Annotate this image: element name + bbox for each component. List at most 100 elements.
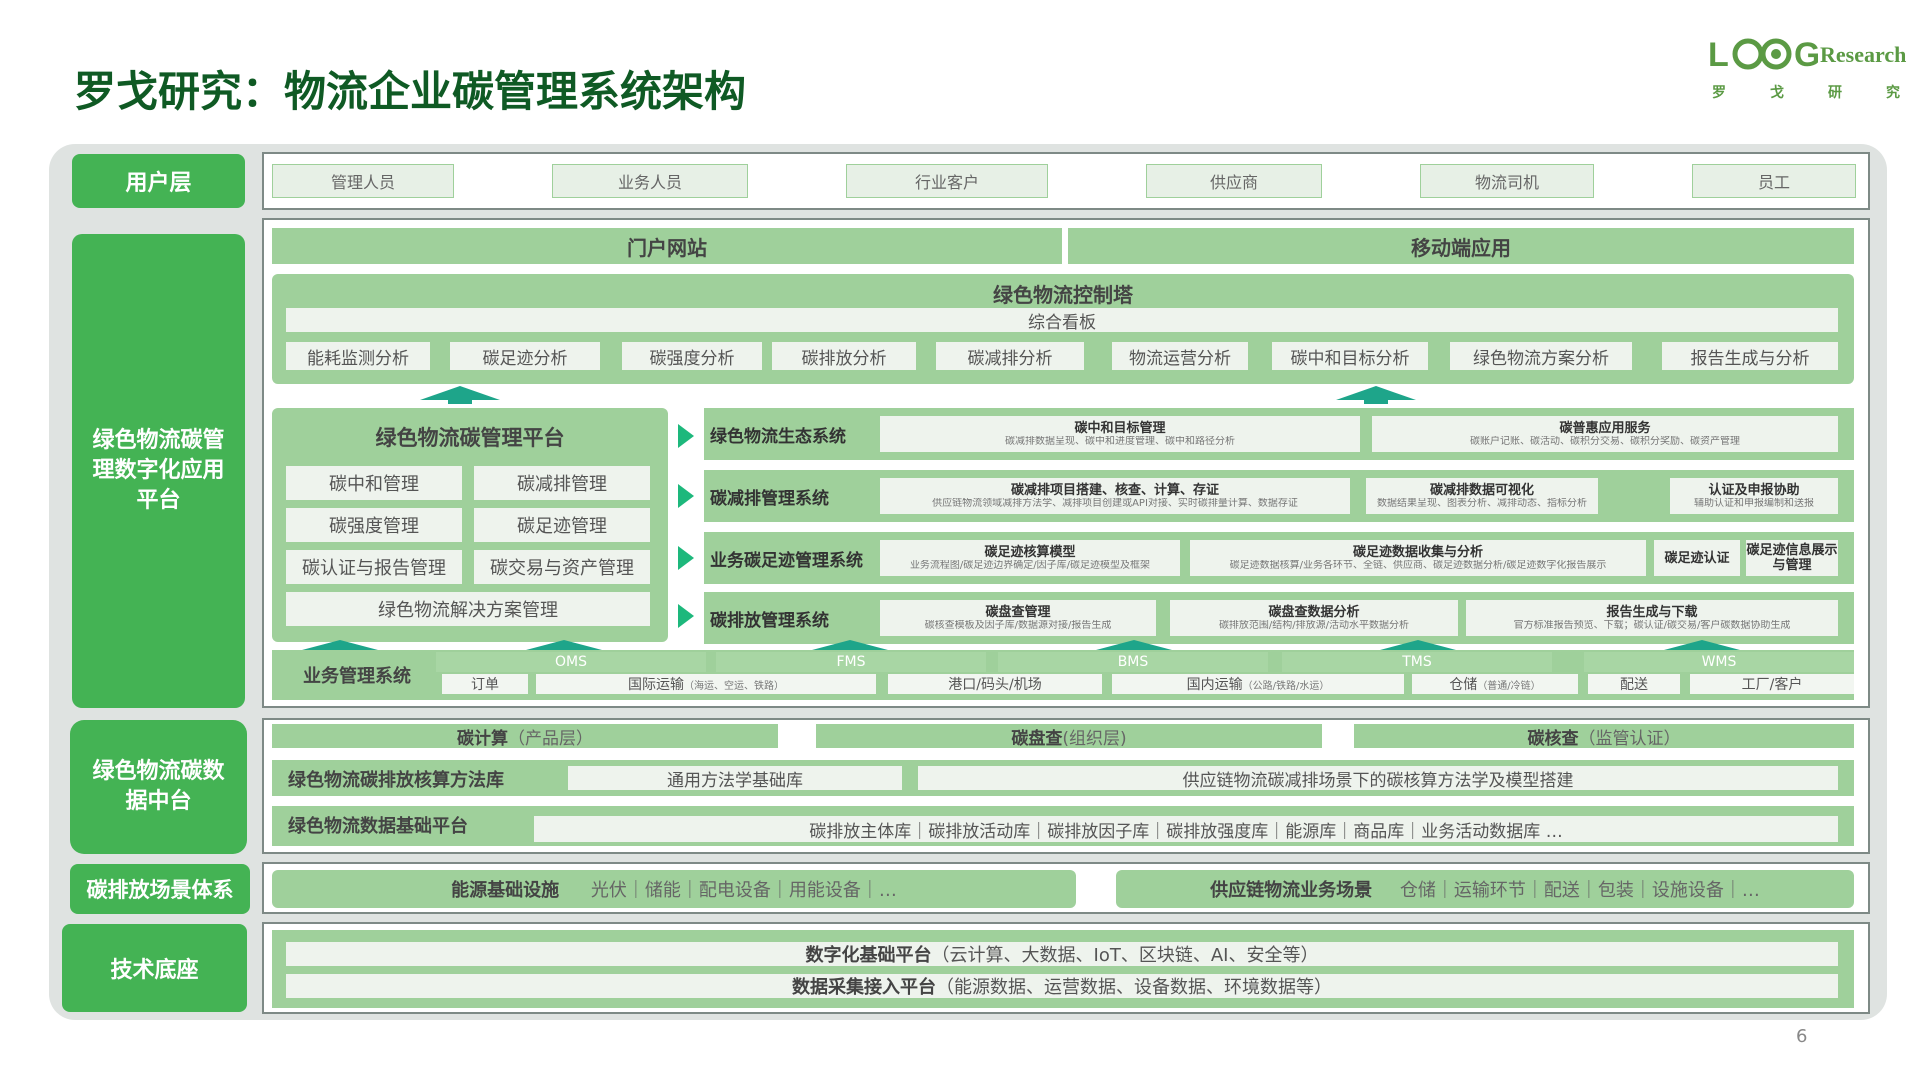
tower-item: 绿色物流方案分析: [1450, 342, 1632, 370]
arrow-up-icon: [1664, 640, 1740, 650]
business-scene: 国内运输（公路/铁路/水运）: [1112, 674, 1404, 694]
module-title: 碳盘查数据分析: [1268, 604, 1360, 620]
layer-tech: 技术底座: [62, 924, 247, 1012]
calc-title: 碳盘查: [1011, 728, 1063, 749]
collect-items: （能源数据、运营数据、设备数据、环境数据等）: [936, 977, 1332, 998]
supply-title: 供应链物流业务场景: [1210, 880, 1373, 901]
scene-label: 国内运输: [1186, 677, 1243, 693]
module-title: 碳盘查管理: [985, 604, 1051, 620]
layer-scene: 碳排放场景体系: [70, 864, 250, 914]
arrow-up-icon: [302, 640, 378, 650]
user-layer-box: [262, 152, 1870, 210]
module-title: 碳减排项目搭建、核查、计算、存证: [1010, 482, 1219, 498]
svg-text:G: G: [1794, 36, 1818, 74]
module-title: 报告生成与下载: [1606, 604, 1698, 620]
layer-user: 用户层: [72, 154, 245, 208]
system-module: 碳中和目标管理碳减排数据呈现、碳中和进度管理、碳中和路径分析: [880, 416, 1360, 452]
module-title: 碳足迹核算模型: [984, 544, 1076, 560]
arrow-right-icon: [678, 424, 694, 448]
calc-title: 碳计算: [457, 728, 508, 749]
logo-cn: 罗 戈 研 究: [1712, 82, 1900, 102]
scene-label: 工厂/客户: [1741, 677, 1803, 693]
layer-app: 绿色物流碳管理数字化应用平台: [72, 234, 245, 708]
arrow-up-icon: [812, 640, 888, 650]
module-subtitle: 官方标准报告预览、下载；碳认证/碳交易/客户碳数据协助生成: [1513, 619, 1791, 631]
data-base-items: 碳排放主体库｜碳排放活动库｜碳排放因子库｜碳排放强度库｜能源库｜商品库｜业务活动…: [534, 816, 1838, 842]
user-role: 供应商: [1146, 164, 1322, 198]
business-system: TMS: [1282, 652, 1552, 672]
svg-text:L: L: [1708, 36, 1729, 74]
data-base-title: 绿色物流数据基础平台: [288, 816, 468, 837]
arrow-up-icon: [1380, 640, 1456, 650]
user-role: 物流司机: [1420, 164, 1594, 198]
platform-item: 碳减排管理: [474, 466, 650, 500]
scene-detail: （公路/铁路/水运）: [1242, 680, 1330, 692]
arrow-up-icon: [1096, 640, 1172, 650]
business-scene: 国际运输（海运、空运、铁路）: [536, 674, 876, 694]
tower-item: 物流运营分析: [1112, 342, 1248, 370]
tower-item: 碳减排分析: [936, 342, 1084, 370]
arrow-up-stem: [1364, 398, 1388, 404]
supply-scene: [1116, 870, 1854, 908]
module-subtitle: 碳足迹数据核算/业务各环节、全链、供应商、碳足迹数据分析/碳足迹数字化报告展示: [1229, 559, 1607, 571]
energy-items: 光伏｜储能｜配电设备｜用能设备｜…: [590, 880, 897, 901]
energy-infra: [272, 870, 1076, 908]
collect-platform-row: 数据采集接入平台 （能源数据、运营数据、设备数据、环境数据等）: [286, 974, 1838, 998]
system-name: 业务碳足迹管理系统: [710, 551, 863, 571]
tower-item: 报告生成与分析: [1662, 342, 1838, 370]
scene-label: 配送: [1620, 677, 1648, 693]
module-title: 认证及申报协助: [1708, 482, 1800, 498]
business-system: OMS: [436, 652, 706, 672]
system-module: 碳足迹数据收集与分析碳足迹数据核算/业务各环节、全链、供应商、碳足迹数据分析/碳…: [1190, 540, 1646, 576]
user-role: 员工: [1692, 164, 1856, 198]
user-role: 管理人员: [272, 164, 454, 198]
module-subtitle: 辅助认证和申报编制和送报: [1694, 497, 1814, 509]
arrow-up-icon: [420, 386, 500, 400]
module-title: 碳中和目标管理: [1074, 420, 1166, 436]
scene-detail: （普通/冷链）: [1477, 680, 1541, 692]
business-scene: 工厂/客户: [1690, 674, 1854, 694]
logo-cn-char: 究: [1886, 85, 1900, 101]
scene-label: 港口/码头/机场: [948, 677, 1042, 693]
system-module: 碳盘查数据分析碳排放范围/结构/排放源/活动水平数据分析: [1170, 600, 1458, 636]
arrow-right-icon: [678, 484, 694, 508]
module-subtitle: 供应链物流领域减排方法学、减排项目创建或API对接、实时碳排量计算、数据存证: [932, 497, 1298, 509]
tower-item: 碳排放分析: [772, 342, 916, 370]
portal-web: 门户网站: [272, 228, 1062, 264]
arrow-up-icon: [1336, 386, 1416, 400]
scene-label: 国际运输: [628, 677, 684, 693]
module-subtitle: 碳账户记账、碳活动、碳积分交易、碳积分奖励、碳资产管理: [1470, 435, 1740, 447]
tower-item: 碳足迹分析: [450, 342, 600, 370]
calc-title: 碳核查: [1527, 728, 1579, 749]
system-module: 碳普惠应用服务碳账户记账、碳活动、碳积分交易、碳积分奖励、碳资产管理: [1372, 416, 1838, 452]
business-system: FMS: [716, 652, 986, 672]
business-system-title: 业务管理系统: [303, 666, 411, 687]
module-subtitle: 碳排放范围/结构/排放源/活动水平数据分析: [1218, 619, 1410, 631]
logo-cn-char: 罗: [1712, 85, 1726, 101]
business-system: BMS: [998, 652, 1268, 672]
tower-item: 碳中和目标分析: [1272, 342, 1428, 370]
arrow-right-icon: [678, 546, 694, 570]
supply-scene-content: 供应链物流业务场景 仓储｜运输环节｜配送｜包装｜设施设备｜…: [1116, 876, 1854, 902]
system-module: 碳足迹认证: [1654, 540, 1740, 576]
platform-item: 碳足迹管理: [474, 508, 650, 542]
platform-wide-item: 绿色物流解决方案管理: [286, 592, 650, 626]
business-scene: 港口/码头/机场: [888, 674, 1102, 694]
system-module: 碳足迹核算模型业务流程图/碳足迹边界确定/因子库/碳足迹模型及框架: [880, 540, 1180, 576]
page-title: 罗戈研究：物流企业碳管理系统架构: [74, 67, 747, 116]
calc-scope: (组织层): [1062, 728, 1127, 749]
logo-cn-char: 戈: [1770, 85, 1784, 101]
module-subtitle: 碳减排数据呈现、碳中和进度管理、碳中和路径分析: [1005, 435, 1235, 447]
module-title: 碳减排数据可视化: [1429, 482, 1534, 498]
business-system: WMS: [1584, 652, 1854, 672]
platform-item: 碳强度管理: [286, 508, 462, 542]
method-title: 绿色物流碳排放核算方法库: [288, 770, 504, 791]
scene-label: 仓储: [1449, 677, 1478, 693]
dashboard-bar: 综合看板: [286, 308, 1838, 333]
module-title: 碳足迹信息展示与管理: [1746, 543, 1838, 573]
portal-mobile: 移动端应用: [1068, 228, 1854, 264]
user-role: 业务人员: [552, 164, 748, 198]
layer-data: 绿色物流碳数据中台: [70, 720, 247, 854]
calc-scope: （监管认证）: [1578, 728, 1681, 749]
arrow-up-stem: [448, 398, 472, 404]
